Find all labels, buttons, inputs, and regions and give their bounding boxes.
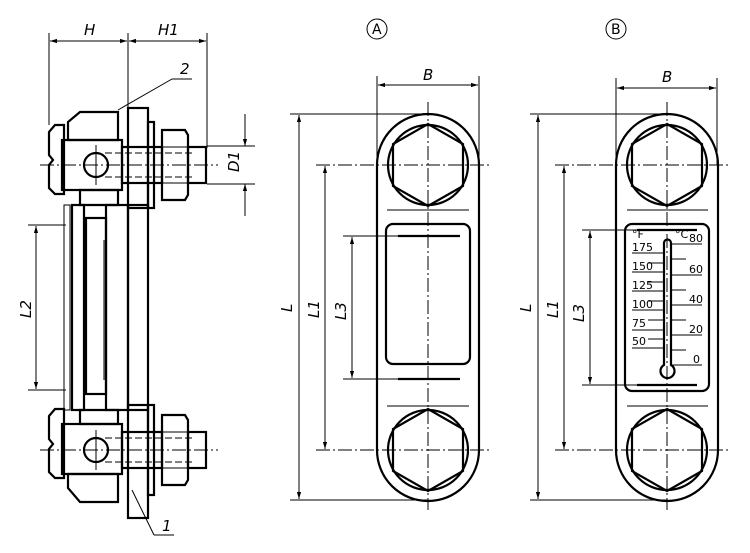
celsius-unit: °C <box>675 228 689 241</box>
dim-d1: D1 <box>207 114 255 216</box>
section-view: H H1 2 <box>17 21 255 536</box>
callout-1: 1 <box>131 489 174 536</box>
dim-label-l2: L2 <box>17 300 35 318</box>
dim-label-b-b: B <box>662 68 672 86</box>
view-a: A B L L1 L3 <box>278 18 492 510</box>
f-tick-label: 150 <box>632 260 653 273</box>
f-tick-label: 125 <box>632 279 653 292</box>
f-tick-label: 175 <box>632 241 653 254</box>
callout-2: 2 <box>117 60 192 111</box>
c-tick-label: 80 <box>689 232 703 245</box>
c-tick-label: 0 <box>693 353 700 366</box>
f-tick-label: 50 <box>632 335 646 348</box>
dim-l2: L2 <box>17 224 66 391</box>
celsius-scale: °C 80 60 40 20 0 <box>671 228 703 366</box>
dim-label-l-b: L <box>517 304 535 312</box>
dim-label-l1-a: L1 <box>305 300 323 318</box>
f-tick-label: 75 <box>632 317 646 330</box>
c-tick-label: 40 <box>689 293 703 306</box>
callout-label-2: 2 <box>180 60 190 78</box>
dim-h-h1: H H1 <box>48 21 208 148</box>
f-tick-label: 100 <box>632 298 653 311</box>
sight-tube-section <box>63 203 150 412</box>
dim-label-h: H <box>84 21 95 39</box>
dim-label-d1: D1 <box>225 151 243 172</box>
dim-label-l3-a: L3 <box>332 302 350 320</box>
fahrenheit-scale: °F 175 150 125 100 75 50 <box>632 228 664 349</box>
bottom-fitting <box>40 403 218 520</box>
view-label-a: A <box>372 22 382 38</box>
top-fitting <box>40 106 218 210</box>
c-tick-label: 60 <box>689 263 703 276</box>
fahrenheit-unit: °F <box>632 228 644 241</box>
dim-label-l-a: L <box>278 304 296 312</box>
view-label-b: B <box>611 22 621 38</box>
callout-label-1: 1 <box>162 517 172 535</box>
dim-label-h1: H1 <box>158 21 179 39</box>
dim-label-l1-b: L1 <box>544 300 562 318</box>
view-b: B B °F 175 150 125 100 75 50 <box>517 18 731 510</box>
thermometer-tube <box>659 238 676 380</box>
dim-label-b-a: B <box>423 66 433 84</box>
c-tick-label: 20 <box>689 323 703 336</box>
dim-label-l3-b: L3 <box>570 304 588 322</box>
